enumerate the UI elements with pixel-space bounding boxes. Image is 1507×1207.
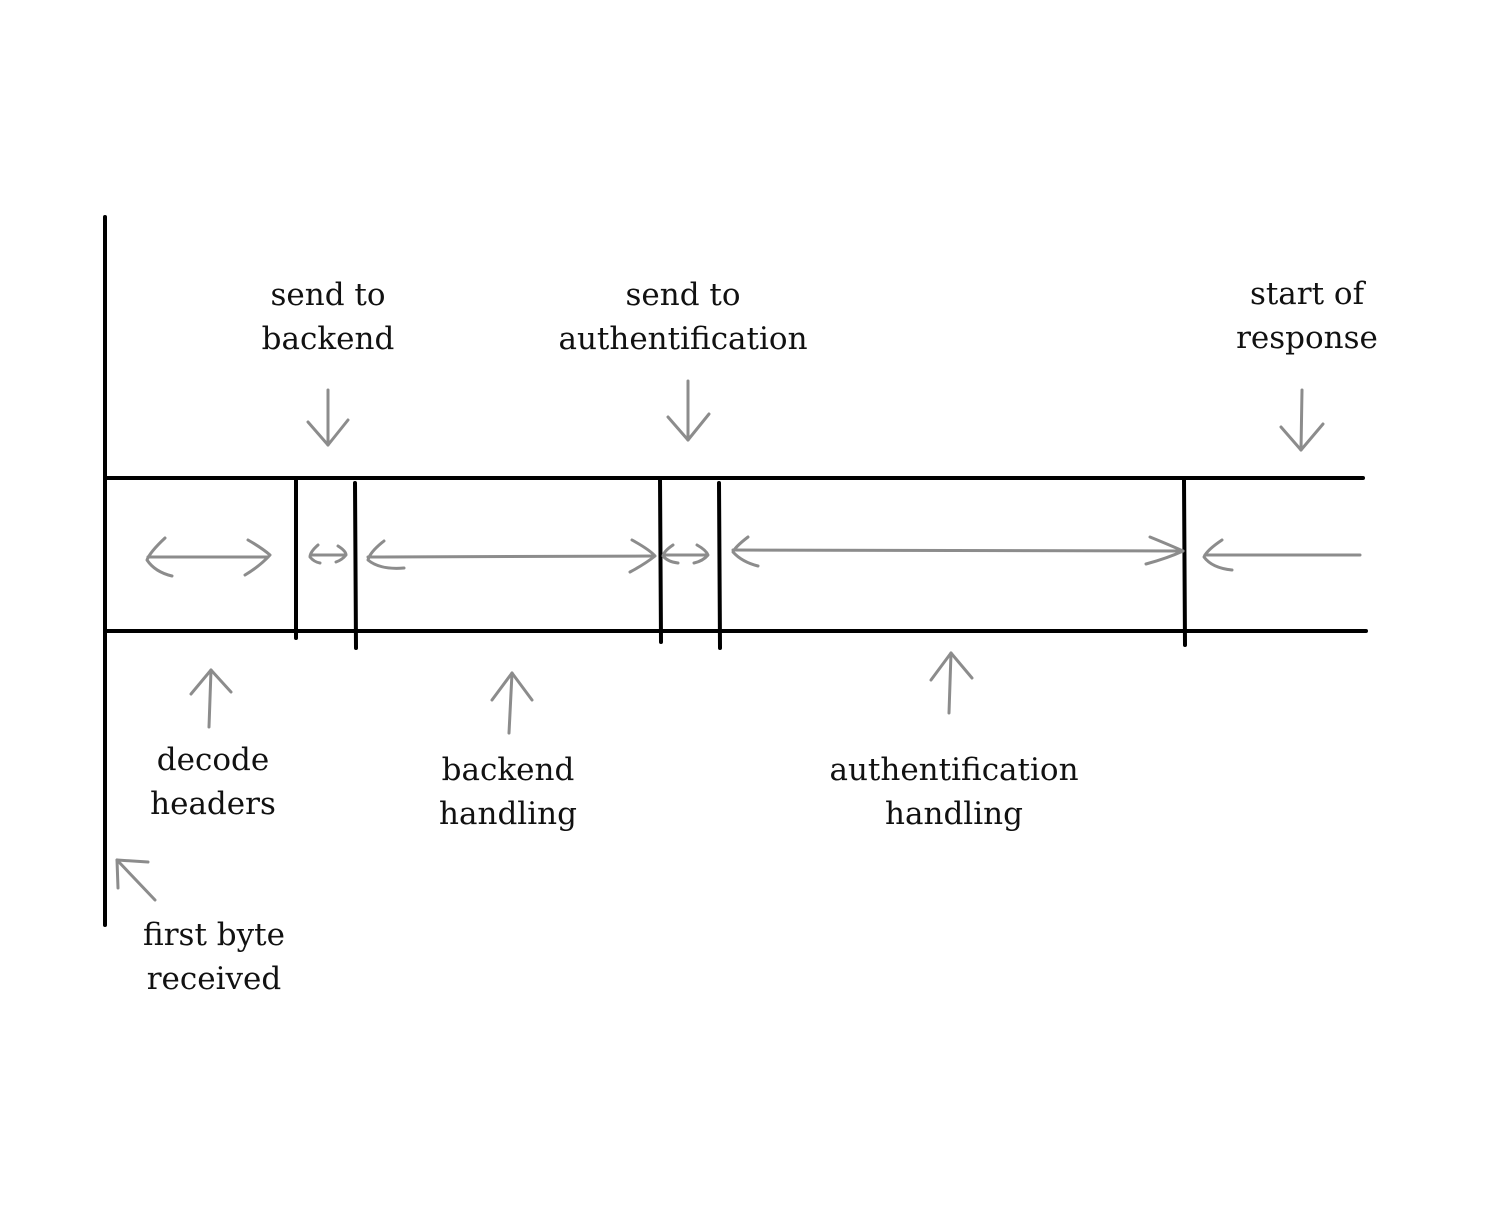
send-backend-pointer-arrow: [306, 388, 350, 447]
label-line: send to: [270, 277, 386, 313]
label-line: response: [1236, 320, 1378, 356]
label-line: decode: [156, 742, 270, 778]
label-line: received: [146, 961, 282, 997]
backend-handling-span-arrow: [366, 538, 657, 574]
label-line: send to: [625, 277, 741, 313]
auth-handling-pointer-arrow: [929, 651, 974, 715]
send-auth-span-arrow: [661, 543, 710, 565]
label-line: start of: [1249, 276, 1365, 312]
divider-send-backend-end: [353, 481, 358, 650]
send-backend-span-arrow: [308, 543, 348, 565]
divider-send-auth-end: [717, 481, 722, 650]
response-span-arrow: [1202, 538, 1362, 572]
decode-headers-span-arrow: [145, 536, 272, 578]
label-backend-handling: backend handling: [439, 748, 577, 836]
backend-handling-pointer-arrow: [490, 671, 534, 735]
label-line: first byte: [143, 917, 285, 953]
decode-headers-pointer-arrow: [189, 668, 233, 729]
label-line: authentification: [558, 321, 808, 357]
send-auth-pointer-arrow: [666, 379, 711, 442]
label-start-of-response: start of response: [1236, 272, 1378, 360]
divider-send-auth-start: [658, 476, 663, 644]
label-line: handling: [885, 796, 1023, 832]
divider-response-start: [1182, 478, 1187, 647]
first-byte-pointer-arrow: [115, 858, 157, 902]
label-line: handling: [439, 796, 577, 832]
start-response-pointer-arrow: [1279, 388, 1325, 452]
label-authentification-handling: authentification handling: [829, 748, 1078, 836]
label-send-to-backend: send to backend: [262, 273, 395, 361]
label-decode-headers: decode headers: [150, 738, 276, 826]
label-first-byte-received: first byte received: [143, 913, 285, 1001]
label-line: authentification: [829, 752, 1079, 788]
label-line: backend: [441, 752, 575, 788]
label-line: backend: [261, 321, 395, 357]
auth-handling-span-arrow: [731, 535, 1185, 568]
label-line: headers: [150, 786, 276, 822]
label-send-to-authentification: send to authentification: [558, 273, 807, 361]
